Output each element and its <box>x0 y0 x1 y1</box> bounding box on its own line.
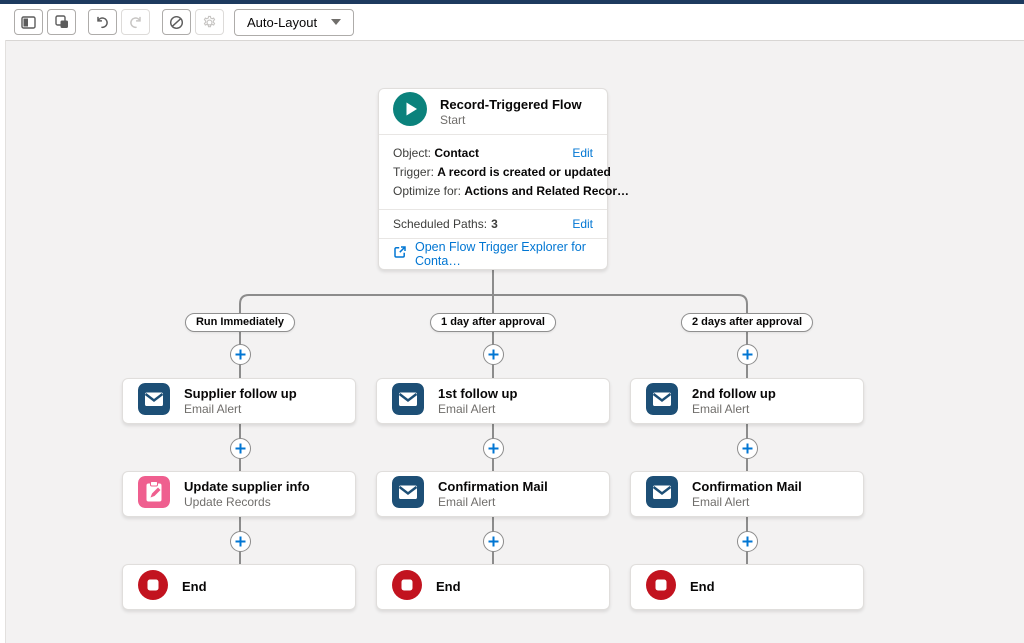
plus-icon <box>234 442 247 455</box>
path-label-run-immediately: Run Immediately <box>185 313 295 332</box>
node-end[interactable]: End <box>630 564 864 610</box>
path-label-2-days-after-approval: 2 days after approval <box>681 313 813 332</box>
edit-trigger-link[interactable]: Edit <box>572 144 593 163</box>
add-element-button[interactable] <box>230 531 251 552</box>
scheduled-paths-label: Scheduled Paths: <box>393 217 487 231</box>
scheduled-paths-count: 3 <box>491 217 498 231</box>
plus-icon <box>741 348 754 361</box>
no-entry-icon <box>169 15 184 30</box>
end-icon <box>646 570 676 605</box>
plus-icon <box>487 535 500 548</box>
add-element-button[interactable] <box>483 531 504 552</box>
node-title: End <box>182 579 207 595</box>
end-icon <box>138 570 168 605</box>
copy-icon <box>55 15 69 29</box>
scheduled-paths-row: Scheduled Paths: 3 Edit <box>379 210 607 239</box>
email-alert-icon <box>392 383 424 420</box>
node-subtitle: Email Alert <box>692 402 776 416</box>
node-1st-follow-up[interactable]: 1st follow up Email Alert <box>376 378 610 424</box>
plus-icon <box>234 348 247 361</box>
external-link-icon <box>393 245 407 264</box>
node-end[interactable]: End <box>376 564 610 610</box>
add-element-button[interactable] <box>737 344 758 365</box>
node-end[interactable]: End <box>122 564 356 610</box>
email-alert-icon <box>392 476 424 513</box>
optimize-label: Optimize for: <box>393 184 461 198</box>
path-label-1-day-after-approval: 1 day after approval <box>430 313 556 332</box>
undo-icon <box>95 15 110 30</box>
optimize-value: Actions and Related Recor… <box>464 184 629 198</box>
add-element-button[interactable] <box>737 438 758 459</box>
plus-icon <box>741 442 754 455</box>
plus-icon <box>234 535 247 548</box>
node-title: End <box>690 579 715 595</box>
node-title: Confirmation Mail <box>692 479 802 495</box>
node-subtitle: Email Alert <box>438 402 517 416</box>
redo-icon <box>128 15 143 30</box>
node-title: Confirmation Mail <box>438 479 548 495</box>
undo-button[interactable] <box>88 9 117 35</box>
node-subtitle: Email Alert <box>184 402 297 416</box>
edit-scheduled-paths-link[interactable]: Edit <box>572 217 593 231</box>
start-node-subtitle: Start <box>440 113 582 127</box>
toggle-left-panel-button[interactable] <box>14 9 43 35</box>
object-value: Contact <box>434 146 479 160</box>
start-node-title: Record-Triggered Flow <box>440 97 582 113</box>
plus-icon <box>487 442 500 455</box>
node-title: Update supplier info <box>184 479 310 495</box>
object-row: Edit Object: Contact <box>393 144 593 163</box>
disable-element-button[interactable] <box>162 9 191 35</box>
copy-elements-button[interactable] <box>47 9 76 35</box>
add-element-button[interactable] <box>483 344 504 365</box>
add-element-button[interactable] <box>230 438 251 459</box>
node-title: End <box>436 579 461 595</box>
object-label: Object: <box>393 146 431 160</box>
trigger-row: Trigger: A record is created or updated <box>393 163 593 182</box>
node-title: 2nd follow up <box>692 386 776 402</box>
start-node-card[interactable]: Record-Triggered Flow Start Edit Object:… <box>378 88 608 270</box>
node-update-supplier-info[interactable]: Update supplier info Update Records <box>122 471 356 517</box>
optimize-row: Optimize for: Actions and Related Recor… <box>393 182 593 201</box>
add-element-button[interactable] <box>230 344 251 365</box>
chevron-down-icon <box>331 19 341 25</box>
start-node-config: Edit Object: Contact Trigger: A record i… <box>379 135 607 210</box>
email-alert-icon <box>646 476 678 513</box>
email-alert-icon <box>646 383 678 420</box>
start-node-footer: Open Flow Trigger Explorer for Conta… <box>379 239 607 269</box>
layout-mode-select[interactable]: Auto-Layout <box>234 9 354 36</box>
node-supplier-follow-up[interactable]: Supplier follow up Email Alert <box>122 378 356 424</box>
node-confirmation-mail[interactable]: Confirmation Mail Email Alert <box>376 471 610 517</box>
trigger-label: Trigger: <box>393 165 434 179</box>
node-subtitle: Email Alert <box>692 495 802 509</box>
node-subtitle: Update Records <box>184 495 310 509</box>
node-subtitle: Email Alert <box>438 495 548 509</box>
trigger-value: A record is created or updated <box>437 165 611 179</box>
node-title: 1st follow up <box>438 386 517 402</box>
end-icon <box>392 570 422 605</box>
email-alert-icon <box>138 383 170 420</box>
add-element-button[interactable] <box>737 531 758 552</box>
node-title: Supplier follow up <box>184 386 297 402</box>
canvas-toolbar: Auto-Layout <box>0 4 1024 40</box>
plus-icon <box>741 535 754 548</box>
open-flow-trigger-explorer-link[interactable]: Open Flow Trigger Explorer for Conta… <box>415 240 607 268</box>
plus-icon <box>487 348 500 361</box>
update-records-icon <box>138 476 170 513</box>
start-node-header: Record-Triggered Flow Start <box>379 89 607 135</box>
toggle-panel-icon <box>21 16 36 29</box>
settings-button <box>195 9 224 35</box>
layout-mode-value: Auto-Layout <box>247 15 317 30</box>
record-triggered-flow-icon <box>392 91 428 132</box>
node-2nd-follow-up[interactable]: 2nd follow up Email Alert <box>630 378 864 424</box>
node-confirmation-mail[interactable]: Confirmation Mail Email Alert <box>630 471 864 517</box>
add-element-button[interactable] <box>483 438 504 459</box>
gear-icon <box>202 15 217 30</box>
redo-button <box>121 9 150 35</box>
